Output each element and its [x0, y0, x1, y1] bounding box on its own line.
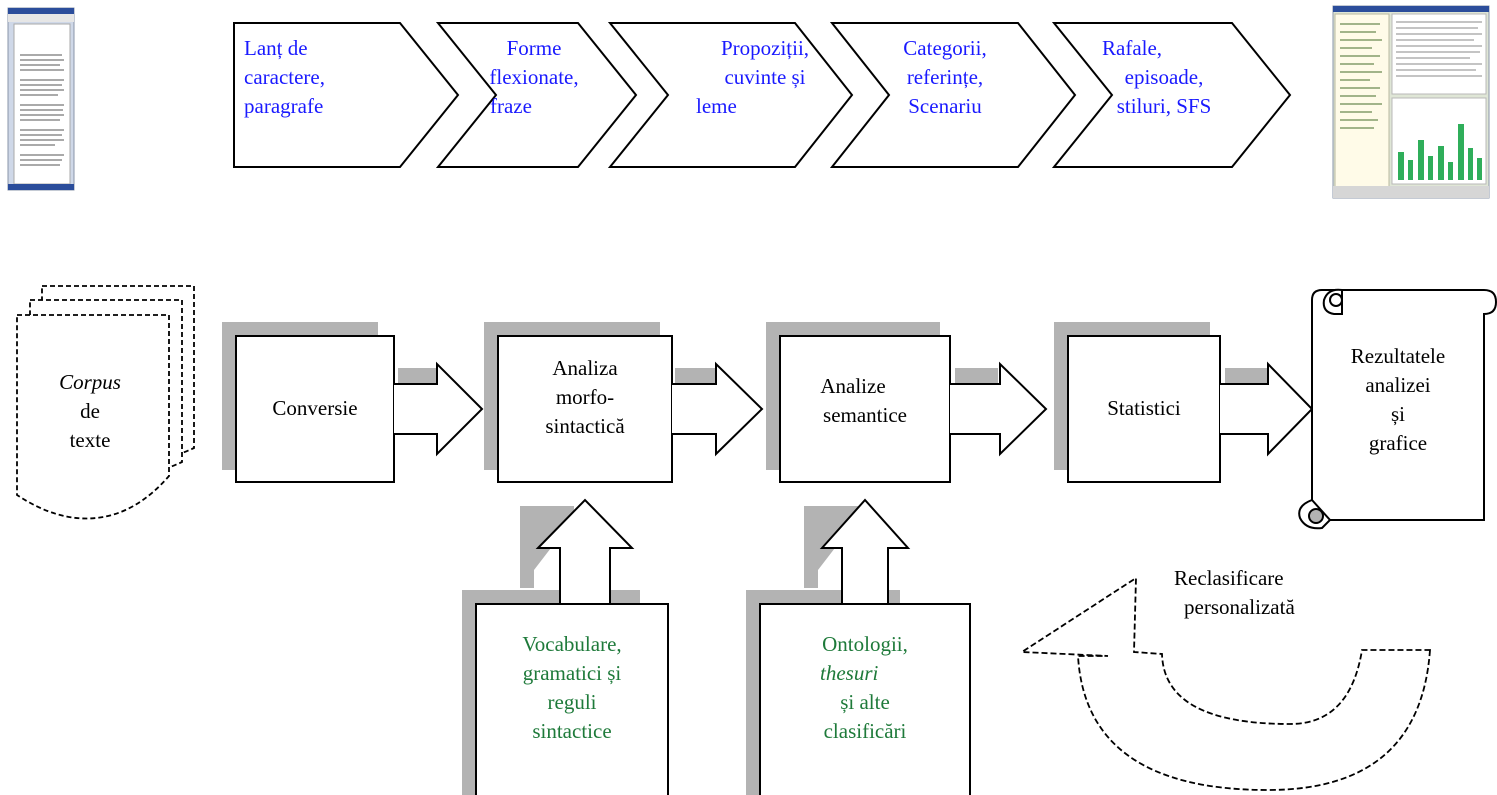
- process-label-analize-semantice: Analize semantice: [820, 374, 907, 427]
- flow-arrow-1: [394, 361, 484, 457]
- process-box-statistici: [1067, 335, 1221, 483]
- stage-chevron-2: [435, 22, 638, 168]
- stage-label-4: Categorii, referințe, Scenariu: [903, 36, 987, 118]
- stage-label-5: Rafale, episoade, stiluri, SFS: [1102, 36, 1212, 118]
- feedback-arrow: [1019, 576, 1431, 791]
- document-thumbnail-icon: [7, 7, 75, 191]
- stage-chevron-3: [607, 22, 854, 168]
- process-label-analiza-morfo: Analiza morfo- sintactică: [545, 356, 625, 438]
- stage-chevron-1: [233, 22, 460, 168]
- flow-arrow-2: [672, 361, 764, 457]
- resource-arrow-2: [819, 498, 911, 605]
- stage-label-2: Forme flexionate, fraze: [489, 36, 579, 118]
- flow-arrow-3: [950, 361, 1048, 457]
- results-label: Rezultatele analizei și grafice: [1350, 344, 1446, 455]
- results-scroll-icon: [1298, 288, 1497, 530]
- statistics-app-thumbnail-icon: [1332, 5, 1490, 199]
- stage-label-1: Lanț de caractere, paragrafe: [244, 36, 325, 118]
- resource-box-vocabulare: [475, 603, 669, 795]
- resource-label-vocabulare: Vocabulare, gramatici și reguli sintacti…: [522, 632, 622, 743]
- stage-chevron-5: [1051, 22, 1292, 168]
- corpus-document-icon: [16, 285, 195, 520]
- corpus-label: Corpus de texte: [59, 370, 121, 452]
- process-label-statistici: Statistici: [1107, 396, 1181, 420]
- process-box-analize-semantice: [779, 335, 951, 483]
- process-label-conversie: Conversie: [272, 396, 358, 420]
- stage-chevron-4: [829, 22, 1077, 168]
- resource-arrow-1: [535, 498, 635, 605]
- resource-label-ontologii: Ontologii, thesuri și alte clasificări: [820, 632, 908, 743]
- resource-box-ontologii: [759, 603, 971, 795]
- process-box-analiza-morfo: [497, 335, 673, 483]
- feedback-label: Reclasificare personalizată: [1174, 566, 1295, 619]
- stage-label-3: Propoziții, cuvinte și leme: [696, 36, 810, 118]
